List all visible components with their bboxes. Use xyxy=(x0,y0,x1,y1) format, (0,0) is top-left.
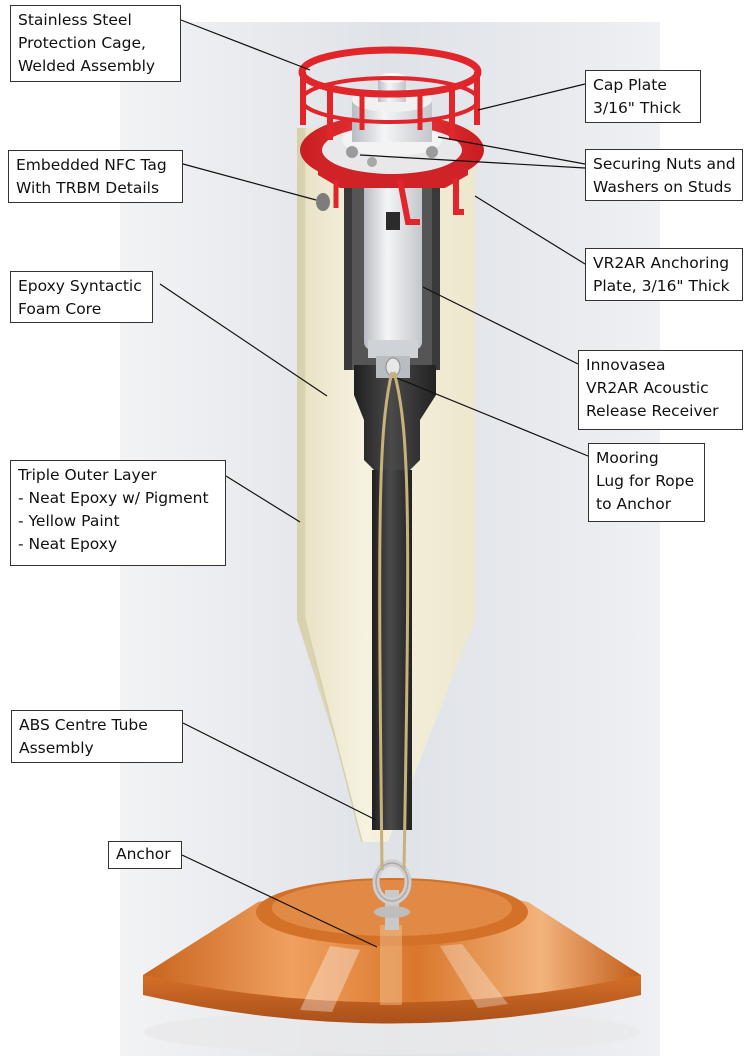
nfc-tag xyxy=(316,193,330,211)
leader-nfc xyxy=(182,163,317,201)
label-cage: Stainless Steel Protection Cage, Welded … xyxy=(10,5,181,82)
label-nfc: Embedded NFC Tag With TRBM Details xyxy=(8,150,183,203)
label-anchor: Anchor xyxy=(108,841,182,869)
label-nuts: Securing Nuts and Washers on Studs xyxy=(585,149,743,201)
label-outer: Triple Outer Layer - Neat Epoxy w/ Pigme… xyxy=(10,460,226,566)
anchor-eye-bolt xyxy=(372,859,412,930)
leader-receiver xyxy=(422,286,579,365)
label-foam: Epoxy Syntactic Foam Core xyxy=(10,271,153,323)
label-lug: Mooring Lug for Rope to Anchor xyxy=(588,443,705,522)
leader-foam xyxy=(159,283,328,397)
label-abs: ABS Centre Tube Assembly xyxy=(11,710,183,763)
label-plate: VR2AR Anchoring Plate, 3/16" Thick xyxy=(585,248,743,301)
mooring-rope xyxy=(378,371,410,871)
leader-cage xyxy=(180,19,311,71)
vr2ar-receiver xyxy=(364,175,422,378)
leader-lines xyxy=(159,19,589,948)
leader-cap xyxy=(477,83,586,111)
leader-anchor xyxy=(181,854,378,948)
leader-outer xyxy=(225,475,301,523)
label-receiver: Innovasea VR2AR Acoustic Release Receive… xyxy=(578,350,743,430)
leader-lug xyxy=(396,377,589,457)
top-assembly xyxy=(298,46,484,225)
leader-abs xyxy=(182,722,377,821)
label-cap: Cap Plate 3/16" Thick xyxy=(585,70,701,123)
leader-nuts-a xyxy=(437,136,586,165)
leader-plate xyxy=(474,195,586,265)
anchor-base xyxy=(143,878,641,1054)
leader-nuts-b xyxy=(359,154,586,169)
